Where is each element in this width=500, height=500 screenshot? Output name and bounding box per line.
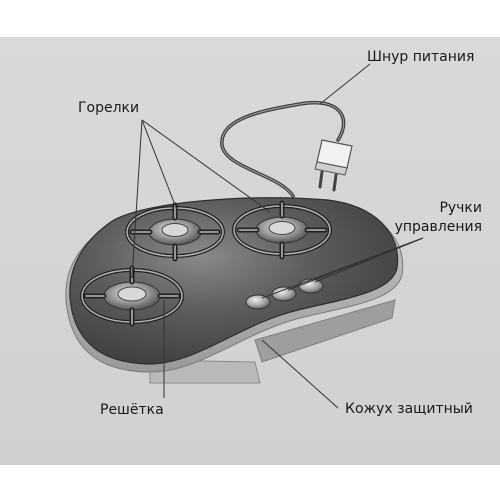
leader-lines (131, 63, 424, 409)
label-controls-line2: управления (394, 219, 482, 235)
power-cord (220, 100, 353, 198)
label-burners: Горелки (78, 100, 140, 116)
label-grate: Решётка (100, 402, 164, 418)
burner-rear-right (232, 200, 332, 260)
hob-glass-top (69, 197, 399, 365)
label-protective-cover: Кожух защитный (345, 401, 473, 417)
burner-rear-left (125, 202, 225, 262)
label-controls-line1: Ручки (439, 200, 482, 216)
control-knobs (245, 278, 324, 310)
label-power-cord: Шнур питания (367, 49, 475, 65)
